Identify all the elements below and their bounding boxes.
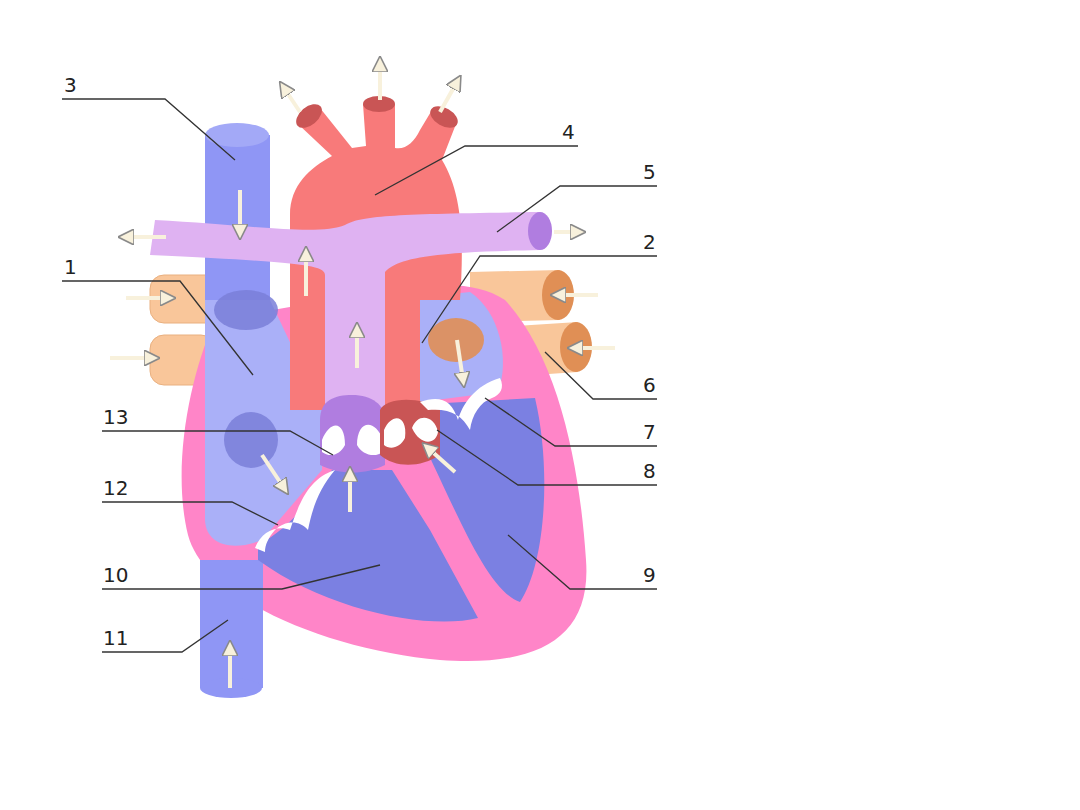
callout-number: 12 (103, 478, 128, 498)
callout-number: 3 (64, 75, 77, 95)
callout-number: 10 (103, 565, 128, 585)
callout-number: 5 (643, 162, 656, 182)
callout-number: 2 (643, 232, 656, 252)
callout-number: 6 (643, 375, 656, 395)
callout-number: 7 (643, 422, 656, 442)
flow-arrows (110, 64, 615, 688)
mitral-valve (420, 378, 502, 430)
vena-cava (200, 560, 263, 688)
callout-number: 11 (103, 628, 128, 648)
callout-number: 13 (103, 407, 128, 427)
callout-number: 9 (643, 565, 656, 585)
callout-number: 8 (643, 461, 656, 481)
callout-number: 1 (64, 257, 77, 277)
tricuspid-valve (255, 470, 335, 552)
callout-number: 4 (562, 122, 575, 142)
leader-lines (62, 99, 657, 652)
right-ventricle (258, 470, 478, 622)
